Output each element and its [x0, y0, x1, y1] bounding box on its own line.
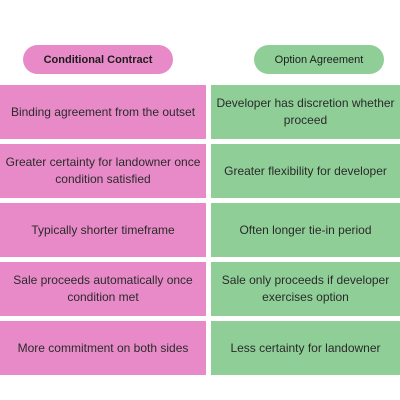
cell-text-line: Less certainty for landowner — [230, 340, 381, 355]
cell-text-line: Sale only proceeds if developer — [221, 273, 390, 287]
option-agreement-column: Developer has discretion whether proceed… — [211, 85, 400, 375]
option-agreement-cell: Less certainty for landowner — [211, 321, 400, 375]
cell-text-line: Often longer tie-in period — [239, 222, 372, 237]
conditional-contract-header: Conditional Contract — [23, 45, 173, 74]
conditional-contract-column: Binding agreement from the outset Greate… — [0, 85, 206, 375]
cell-text-line: exercises option — [262, 290, 349, 304]
conditional-contract-cell: Typically shorter timeframe — [0, 203, 206, 257]
option-agreement-header: Option Agreement — [254, 45, 384, 74]
conditional-contract-cell: Sale proceeds automatically once conditi… — [0, 262, 206, 316]
conditional-contract-cell: Greater certainty for landowner once con… — [0, 144, 206, 198]
option-agreement-cell: Sale only proceeds if developer exercise… — [211, 262, 400, 316]
cell-text-line: Greater flexibility for developer — [224, 163, 387, 178]
cell-text-line: Greater certainty for landowner once — [5, 155, 201, 169]
cell-text-line: proceed — [283, 113, 328, 127]
option-agreement-cell: Greater flexibility for developer — [211, 144, 400, 198]
cell-text-line: More commitment on both sides — [17, 340, 189, 355]
cell-text-line: condition satisfied — [55, 172, 151, 186]
cell-text-line: Sale proceeds automatically once — [13, 273, 193, 287]
cell-text-line: Binding agreement from the outset — [10, 104, 196, 119]
conditional-contract-cell: Binding agreement from the outset — [0, 85, 206, 139]
conditional-contract-cell: More commitment on both sides — [0, 321, 206, 375]
cell-text-line: Developer has discretion whether — [216, 96, 395, 110]
option-agreement-cell: Often longer tie-in period — [211, 203, 400, 257]
cell-text-line: condition met — [67, 290, 139, 304]
cell-text-line: Typically shorter timeframe — [31, 222, 175, 237]
option-agreement-cell: Developer has discretion whether proceed — [211, 85, 400, 139]
